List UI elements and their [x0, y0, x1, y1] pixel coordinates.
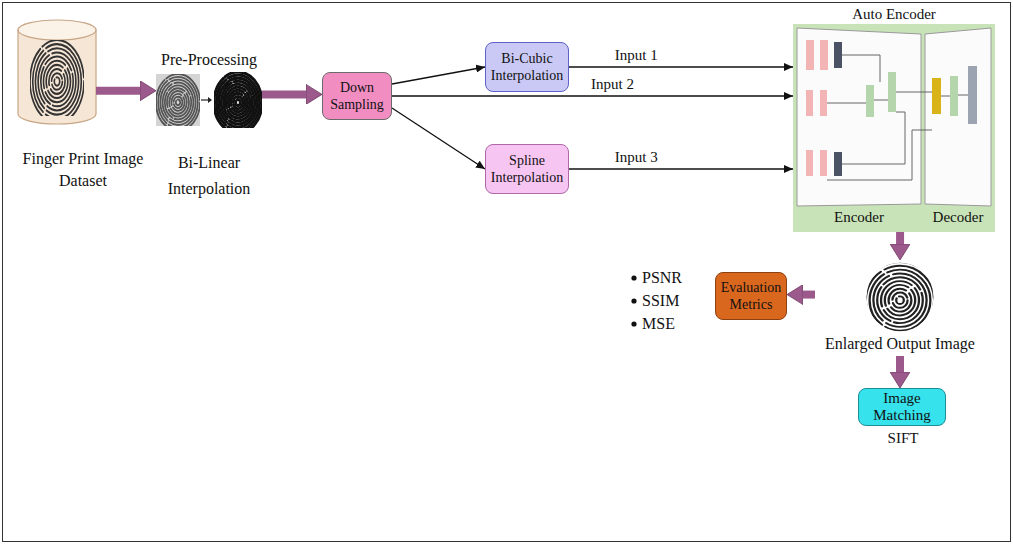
bullet	[631, 321, 636, 326]
wire	[827, 103, 866, 104]
decoder-panel: Decoder	[925, 28, 991, 228]
wire	[874, 100, 888, 101]
autoencoder-ground	[793, 24, 995, 232]
metrics-box: Evaluation Metrics	[715, 272, 787, 320]
node-text: Bi-Linear Interpolation	[154, 150, 264, 202]
bullet	[631, 298, 636, 303]
input-label: Input 1	[615, 46, 658, 64]
flow-arrow	[797, 291, 815, 299]
metric-name: MSE	[642, 314, 675, 334]
latent-layer	[932, 78, 941, 114]
fingerprint-image	[30, 40, 84, 123]
wire	[941, 96, 950, 97]
output-layer	[968, 66, 977, 124]
flow-arrow	[896, 232, 904, 250]
node-text: Enlarged Output Image	[818, 334, 982, 354]
raw-fingerprint	[156, 74, 200, 131]
process-box: Bi-Cubic Interpolation	[485, 42, 569, 92]
node-text: Encoder	[800, 208, 918, 226]
fingerprint-ridges	[862, 262, 938, 338]
node-text: Bi-Cubic Interpolation	[489, 50, 565, 84]
input-arrow	[392, 95, 793, 96]
input-arrow	[569, 168, 793, 169]
small-arrow-shaft	[201, 99, 208, 100]
process-box: Spline Interpolation	[485, 144, 569, 194]
input-label: Input 2	[591, 75, 634, 93]
output-fingerprint	[862, 262, 938, 338]
input-arrow	[392, 67, 485, 84]
conv-layer	[820, 150, 827, 176]
node-text: Pre-Processing	[144, 50, 274, 70]
merge-layer	[888, 72, 896, 112]
conv-layer	[820, 40, 828, 70]
network-wires	[827, 55, 968, 180]
preprocessing-stage: Pre-ProcessingBi-Linear Interpolation	[156, 72, 262, 128]
flow-arrow	[96, 87, 146, 95]
node-text: Evaluation Metrics	[719, 279, 783, 313]
network-layers	[806, 40, 977, 176]
node-text: Image Matching	[862, 390, 942, 424]
enhanced-fingerprint	[214, 72, 262, 133]
flow-arrow	[262, 90, 312, 98]
wire	[842, 112, 905, 164]
encoder-ground	[797, 28, 921, 206]
node-text: Auto Encoder	[824, 6, 964, 22]
preprocessing-images	[156, 72, 262, 133]
metric-name: SSIM	[642, 291, 679, 311]
fingerprint-ridges	[30, 40, 84, 123]
wire	[842, 55, 880, 82]
conv-layer	[820, 90, 827, 116]
autoencoder-panel: Auto EncoderEncoderDecoder	[793, 24, 995, 232]
output-image: Enlarged Output Image	[815, 260, 985, 356]
autoencoder-figure	[793, 24, 995, 232]
database-cylinder	[18, 20, 96, 124]
decoder-layer	[950, 76, 958, 116]
conv-layer	[806, 40, 814, 70]
bullet-list	[631, 275, 636, 326]
node-text: Down Sampling	[326, 79, 388, 113]
node-text: SIFT	[873, 429, 933, 447]
encoder-panel: Encoder	[797, 28, 921, 228]
input-label: Input 3	[615, 148, 658, 166]
node-text: Spline Interpolation	[489, 152, 565, 186]
pool-layer	[834, 42, 842, 68]
input-arrow	[392, 108, 485, 169]
cylinder-body	[18, 30, 96, 124]
node-text: Decoder	[928, 208, 988, 226]
node-text: Finger Print Image Dataset	[8, 148, 158, 192]
cylinder-top	[18, 20, 96, 40]
wire	[896, 92, 932, 93]
merge-layer	[866, 85, 874, 117]
input-arrow	[569, 66, 793, 67]
pool-layer	[834, 152, 842, 176]
dataset-cylinder: Finger Print Image Dataset	[18, 20, 96, 124]
conv-layer	[806, 90, 813, 116]
metric-name: PSNR	[642, 268, 682, 288]
process-box: Down Sampling	[322, 72, 392, 120]
flow-arrow	[896, 356, 904, 378]
matching-box: Image MatchingSIFT	[858, 388, 946, 426]
conv-layer	[806, 150, 813, 176]
wire	[827, 130, 932, 180]
decoder-ground	[925, 28, 991, 206]
fingerprint-ridges	[214, 72, 262, 133]
figure-frame	[3, 3, 1011, 542]
wire	[958, 95, 968, 96]
fingerprint-ridges	[156, 74, 200, 131]
small-arrow-head	[208, 97, 212, 103]
bullet	[631, 275, 636, 280]
